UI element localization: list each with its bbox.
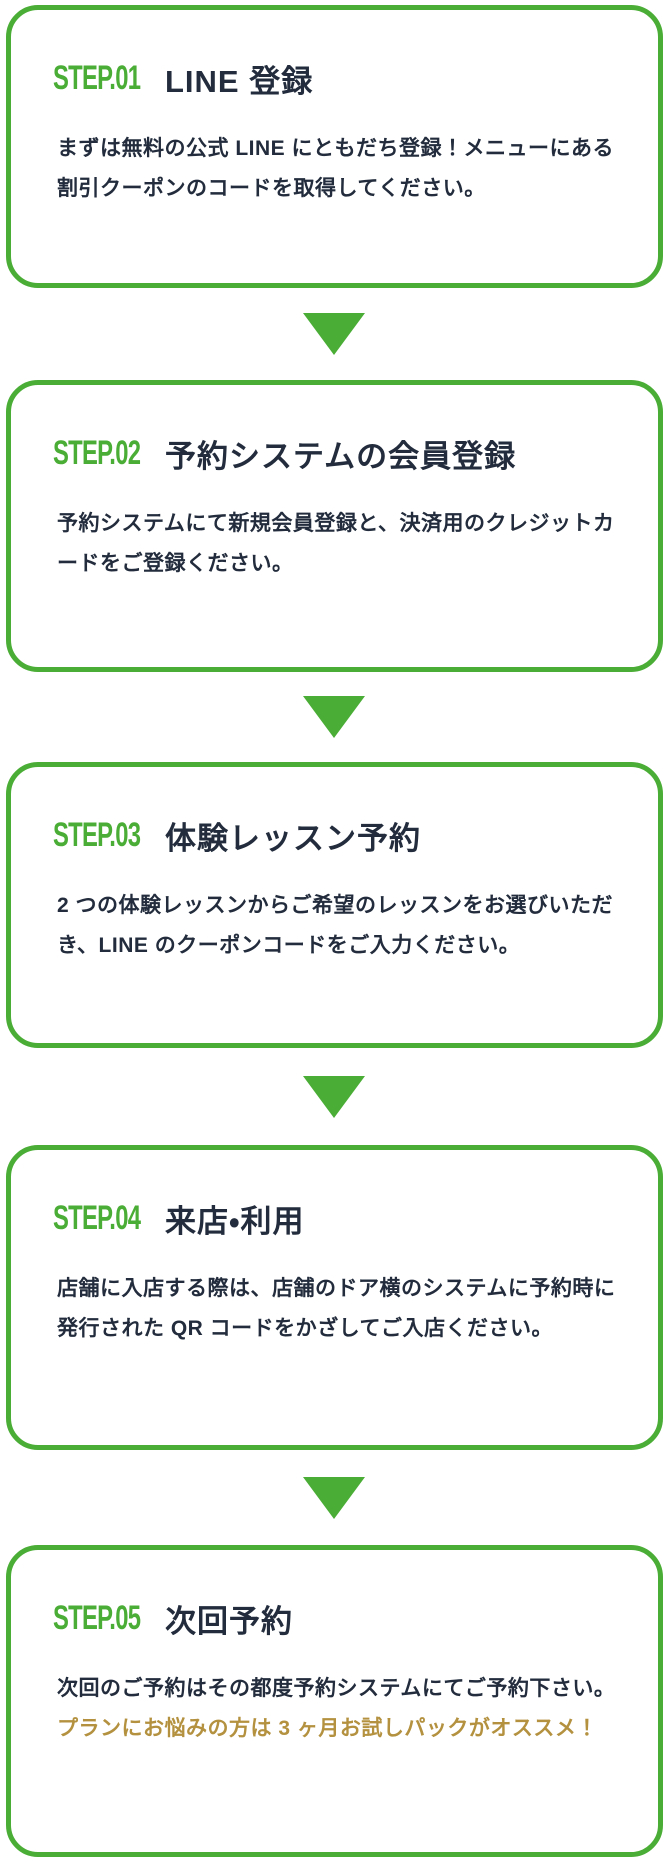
step-number: STEP.02 xyxy=(53,434,141,472)
step-description-highlight: プランにお悩みの方は 3 ヶ月お試しパックがオススメ！ xyxy=(57,1717,598,1740)
arrow-connector xyxy=(0,672,667,762)
step-description-text: まずは無料の公式 LINE にともだち登録！メニューにある割引クーポンのコードを… xyxy=(57,137,615,200)
step-card-2: STEP.02 予約システムの会員登録 予約システムにて新規会員登録と、決済用の… xyxy=(6,380,663,672)
step-header: STEP.03 体験レッスン予約 xyxy=(53,813,628,858)
step-description: 2 つの体験レッスンからご希望のレッスンをお選びいただき、LINE のクーポンコ… xyxy=(57,886,628,966)
down-arrow-icon xyxy=(302,1476,365,1519)
step-number: STEP.04 xyxy=(53,1199,141,1237)
down-arrow-icon xyxy=(302,1075,365,1118)
step-header: STEP.05 次回予約 xyxy=(53,1596,628,1641)
step-number: STEP.01 xyxy=(53,59,141,97)
step-title: 予約システムの会員登録 xyxy=(165,439,517,474)
step-description: まずは無料の公式 LINE にともだち登録！メニューにある割引クーポンのコードを… xyxy=(57,129,628,209)
step-description-text: 次回のご予約はその都度予約システムにてご予約下さい。 xyxy=(57,1677,616,1700)
step-description: 予約システムにて新規会員登録と、決済用のクレジットカードをご登録ください。 xyxy=(57,504,628,584)
arrow-connector xyxy=(0,288,667,380)
step-description-text: 店舗に入店する際は、店舗のドア横のシステムに予約時に発行された QR コードをか… xyxy=(57,1277,616,1340)
step-description-text: 予約システムにて新規会員登録と、決済用のクレジットカードをご登録ください。 xyxy=(57,512,615,575)
down-arrow-icon xyxy=(302,313,365,355)
step-description-text: 2 つの体験レッスンからご希望のレッスンをお選びいただき、LINE のクーポンコ… xyxy=(57,894,614,957)
step-card-4: STEP.04 来店・利用 店舗に入店する際は、店舗のドア横のシステムに予約時に… xyxy=(6,1145,663,1450)
step-description: 店舗に入店する際は、店舗のドア横のシステムに予約時に発行された QR コードをか… xyxy=(57,1269,628,1349)
step-card-3: STEP.03 体験レッスン予約 2 つの体験レッスンからご希望のレッスンをお選… xyxy=(6,762,663,1048)
step-card-5: STEP.05 次回予約 次回のご予約はその都度予約システムにてご予約下さい。プ… xyxy=(6,1545,663,1857)
step-title: 次回予約 xyxy=(165,1604,293,1639)
step-title: 来店・利用 xyxy=(165,1204,305,1239)
step-card-1: STEP.01 LINE 登録 まずは無料の公式 LINE にともだち登録！メニ… xyxy=(6,5,663,288)
step-header: STEP.04 来店・利用 xyxy=(53,1196,628,1241)
step-title: LINE 登録 xyxy=(165,64,314,99)
step-header: STEP.02 予約システムの会員登録 xyxy=(53,431,628,476)
arrow-connector xyxy=(0,1450,667,1545)
arrow-connector xyxy=(0,1048,667,1145)
step-description: 次回のご予約はその都度予約システムにてご予約下さい。プランにお悩みの方は 3 ヶ… xyxy=(57,1669,628,1749)
down-arrow-icon xyxy=(302,696,365,738)
step-number: STEP.05 xyxy=(53,1599,141,1637)
step-number: STEP.03 xyxy=(53,816,141,854)
step-title: 体験レッスン予約 xyxy=(165,821,421,856)
step-header: STEP.01 LINE 登録 xyxy=(53,56,628,101)
